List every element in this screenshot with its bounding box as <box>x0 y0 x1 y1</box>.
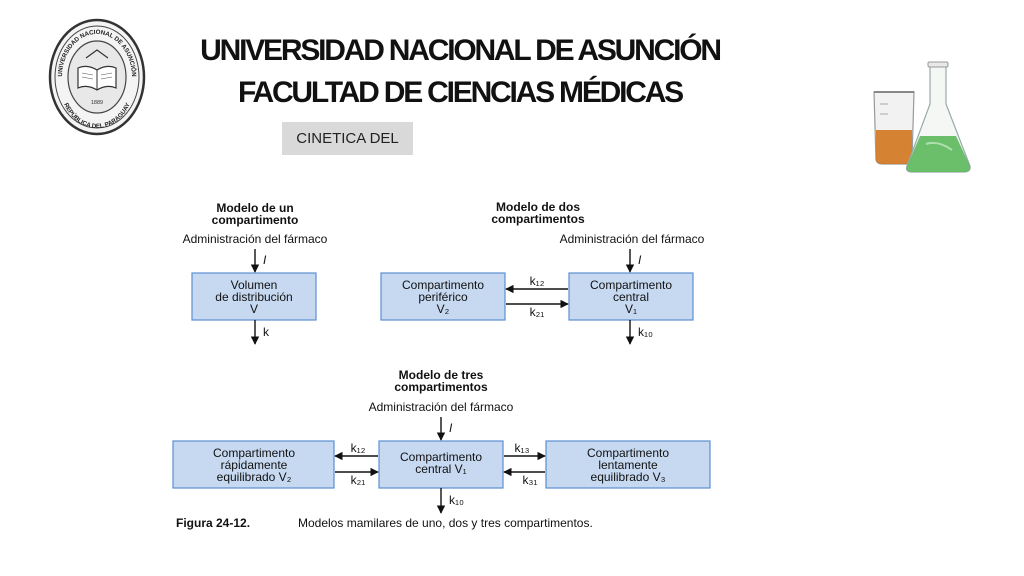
figure-caption-number: Figura 24-12. <box>176 516 250 530</box>
one-compartment-model: Modelo de un compartimento Administració… <box>183 201 328 345</box>
subtitle-text: CINETICA DEL <box>296 130 399 147</box>
faculty-title: FACULTAD DE CIENCIAS MÉDICAS <box>238 76 684 109</box>
two-model-k12-label: k₁₂ <box>530 274 545 288</box>
subtitle-box: CINETICA DEL <box>282 122 413 155</box>
two-model-k10-label: k₁₀ <box>638 325 653 339</box>
university-title: UNIVERSIDAD NACIONAL DE ASUNCIÓN <box>200 34 722 67</box>
two-model-central-line-3: V₁ <box>625 302 637 316</box>
two-model-peripheral-line-1: Compartimento <box>402 278 484 292</box>
three-compartment-model: Modelo de tres compartimentos Administra… <box>172 368 711 514</box>
three-model-heading-2: compartimentos <box>394 380 488 394</box>
two-model-k21-label: k₂₁ <box>530 305 545 319</box>
two-compartment-model: Modelo de dos compartimentos Administrac… <box>380 200 705 345</box>
three-model-central-line-1: Compartimento <box>400 450 482 464</box>
three-model-central-line-2: central V₁ <box>415 462 466 476</box>
university-seal-icon: UNIVERSIDAD NACIONAL DE ASUNCIÓN REPÚBLI… <box>48 18 146 136</box>
one-model-box-line-2: de distribución <box>215 290 292 304</box>
three-model-k10-label: k₁₀ <box>449 493 464 507</box>
one-model-box-line-1: Volumen <box>231 278 278 292</box>
three-model-k21-label: k₂₁ <box>351 473 366 487</box>
two-model-central-line-2: central <box>613 290 649 304</box>
three-model-rapid-line-2: rápidamente <box>221 458 288 472</box>
lab-flasks-icon <box>873 61 971 173</box>
three-model-k12-label: k₁₂ <box>351 441 366 455</box>
one-model-volume-box <box>191 272 317 321</box>
three-model-rapid-line-3: equilibrado V₂ <box>217 470 292 484</box>
seal-year: 1889 <box>91 100 103 106</box>
three-model-k13-label: k₁₃ <box>515 441 530 455</box>
two-model-peripheral-line-3: V₂ <box>437 302 450 316</box>
three-model-admin-label: Administración del fármaco <box>369 400 514 414</box>
three-model-rapid-line-1: Compartimento <box>213 446 295 460</box>
three-model-slow-line-2: lentamente <box>598 458 658 472</box>
three-model-slow-box <box>545 440 711 489</box>
two-model-admin-label: Administración del fármaco <box>560 232 705 246</box>
one-model-box-line-3: V <box>250 302 258 316</box>
three-model-dose-label: I <box>449 421 453 435</box>
three-model-slow-line-3: equilibrado V₃ <box>591 470 666 484</box>
two-model-peripheral-box <box>380 272 506 321</box>
two-model-peripheral-line-2: periférico <box>418 290 468 304</box>
one-model-admin-label: Administración del fármaco <box>183 232 328 246</box>
two-model-central-line-1: Compartimento <box>590 278 672 292</box>
three-model-heading-1: Modelo de tres <box>399 368 484 382</box>
one-model-heading-1: Modelo de un <box>216 201 293 215</box>
two-model-dose-label: I <box>638 253 642 267</box>
two-model-heading-1: Modelo de dos <box>496 200 580 214</box>
one-model-k-label: k <box>263 325 270 339</box>
one-model-dose-label: I <box>263 253 267 267</box>
one-model-heading-2: compartimento <box>212 213 299 227</box>
three-model-rapid-box <box>172 440 335 489</box>
three-model-slow-line-1: Compartimento <box>587 446 669 460</box>
two-model-heading-2: compartimentos <box>491 212 585 226</box>
two-model-central-box <box>568 272 694 321</box>
figure-caption-text: Modelos mamilares de uno, dos y tres com… <box>298 516 593 530</box>
three-model-k31-label: k₃₁ <box>523 473 538 487</box>
